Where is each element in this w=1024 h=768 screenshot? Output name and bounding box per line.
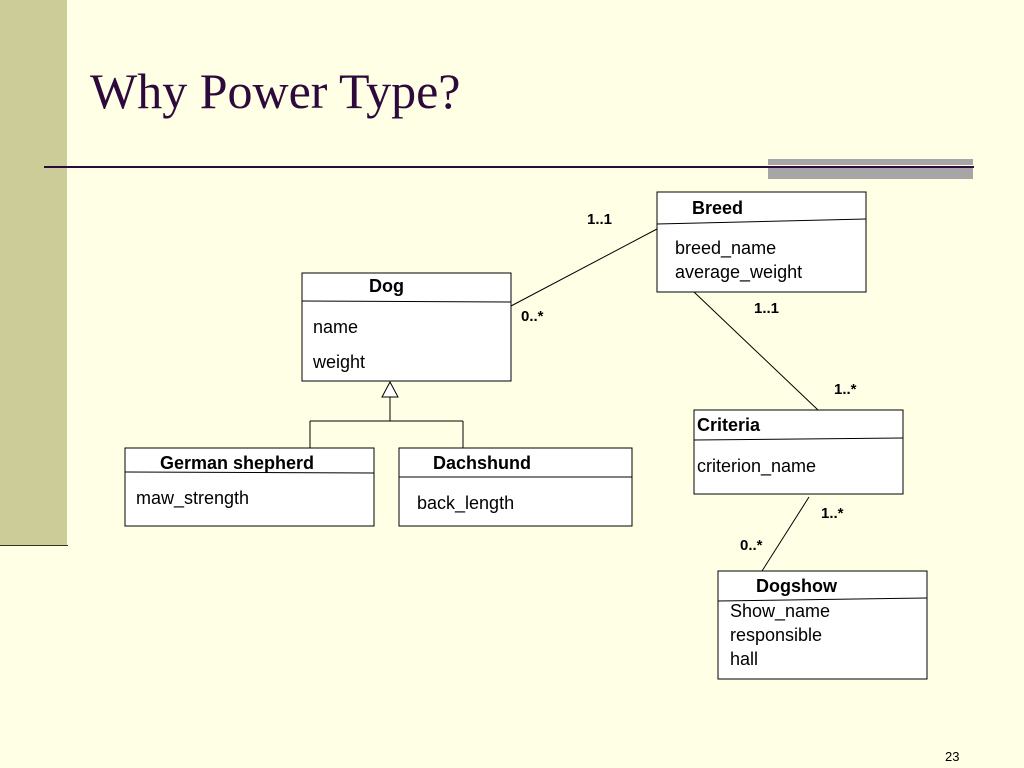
dachshund-class-name: Dachshund <box>433 453 532 473</box>
left-bar-baseline <box>0 545 68 546</box>
criteria-attribute-criterion-name: criterion_name <box>697 456 817 476</box>
dogshow-attribute-show-name: Show_name <box>730 601 831 621</box>
breed-class-box <box>656 191 867 293</box>
german-shepherd-class-box <box>124 447 375 527</box>
breed-attribute-average-weight: average_weight <box>675 262 803 282</box>
breed-class-name: Breed <box>692 198 744 218</box>
multiplicity-dogshow-end: 0..* <box>740 537 763 554</box>
left-side-bar <box>0 0 67 546</box>
multiplicity-breed-end-dog-assoc: 1..1 <box>587 211 613 228</box>
german-shepherd-divider <box>124 471 375 474</box>
dogshow-class-box <box>717 570 928 680</box>
dog-class-name: Dog <box>369 276 404 296</box>
accent-bar-top <box>768 159 973 165</box>
criteria-class-box <box>693 409 904 495</box>
breed-divider <box>656 218 867 225</box>
breed-attribute-breed-name: breed_name <box>675 238 777 258</box>
criteria-divider <box>693 437 904 441</box>
breed-criteria-association <box>693 291 819 411</box>
multiplicity-criteria-end-breed-assoc: 1..* <box>834 381 857 398</box>
dogshow-class-name: Dogshow <box>756 576 837 596</box>
dog-attribute-weight: weight <box>313 352 366 372</box>
generalization-arrowhead <box>381 380 399 398</box>
dog-breed-association <box>510 228 658 307</box>
dog-attribute-name: name <box>313 317 359 337</box>
dogshow-divider <box>717 597 928 602</box>
criteria-class-name: Criteria <box>697 415 761 435</box>
multiplicity-dog-end: 0..* <box>521 308 544 325</box>
dachshund-attribute-back-length: back_length <box>417 493 515 513</box>
german-shepherd-class-name: German shepherd <box>160 453 315 473</box>
accent-bar-bottom <box>768 168 973 179</box>
slide-title: Why Power Type? <box>90 63 461 119</box>
dachshund-class-box <box>398 447 633 527</box>
dog-class-box <box>301 272 512 382</box>
dog-divider <box>301 300 512 303</box>
title-underline <box>44 166 974 168</box>
dogshow-attribute-hall: hall <box>730 649 759 669</box>
multiplicity-criteria-end-dogshow-assoc: 1..* <box>821 505 844 522</box>
dogshow-attribute-responsible: responsible <box>730 625 823 645</box>
page-number: 23 <box>945 749 960 764</box>
german-shepherd-attribute-maw-strength: maw_strength <box>136 488 250 508</box>
criteria-dogshow-association <box>761 496 810 572</box>
multiplicity-breed-end-criteria-assoc: 1..1 <box>754 300 780 317</box>
